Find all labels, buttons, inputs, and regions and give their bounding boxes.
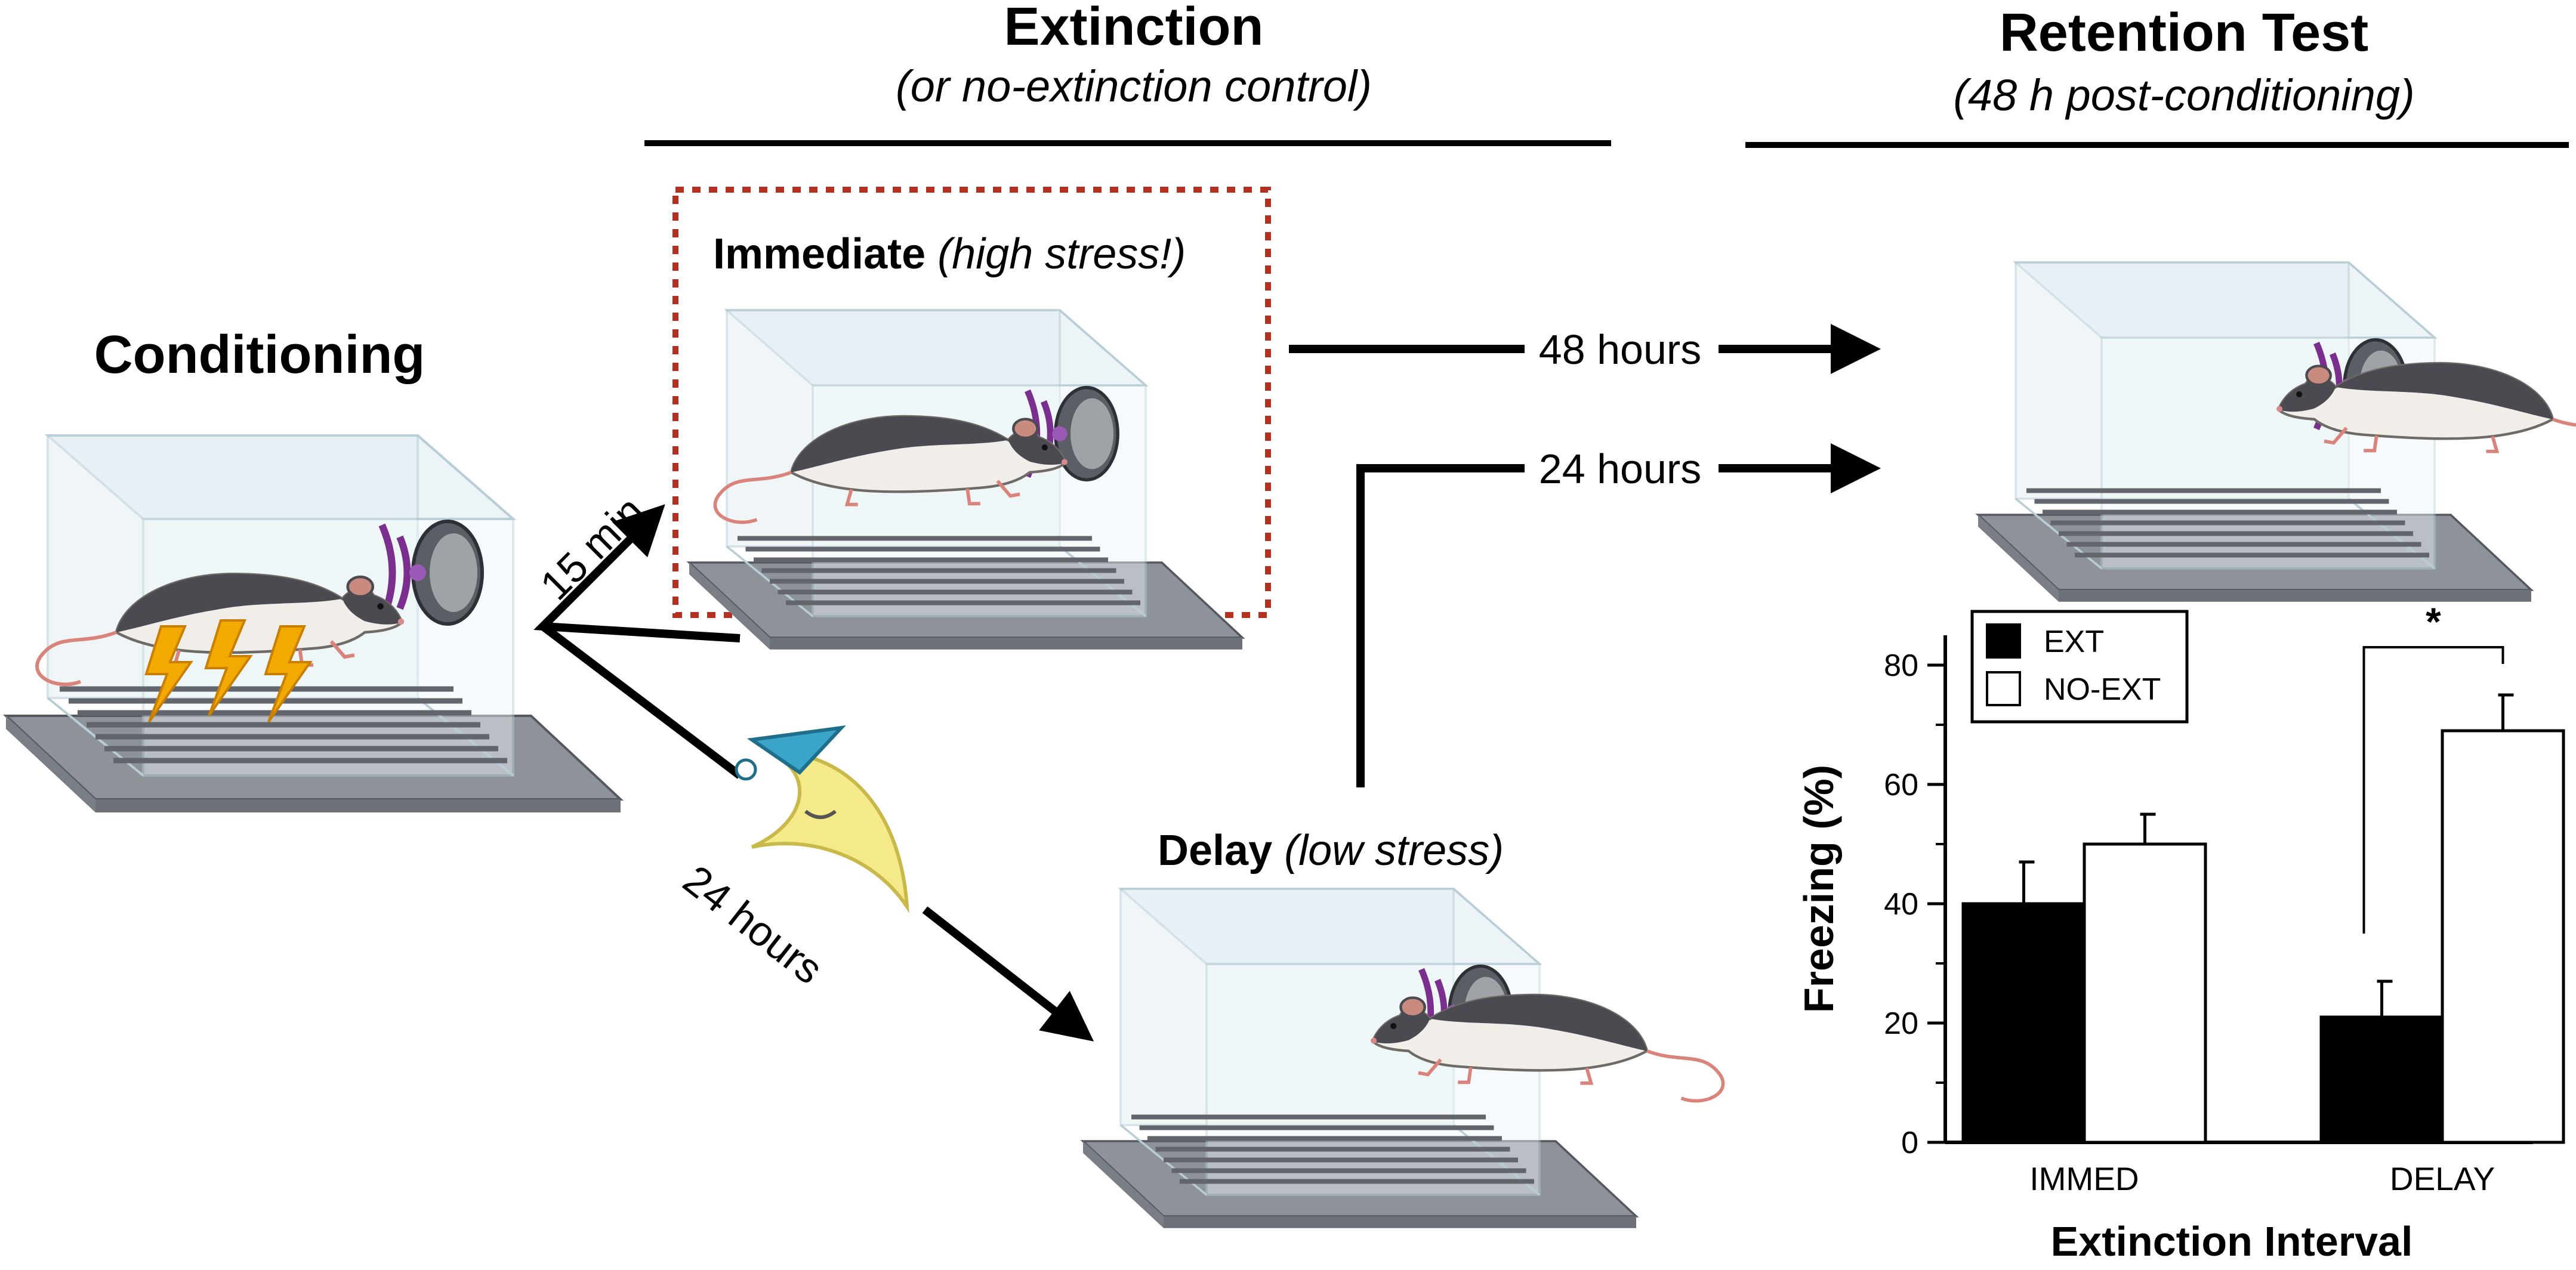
conditioning-title: Conditioning xyxy=(94,325,425,385)
arrow-to-delay-start xyxy=(540,623,743,779)
label-24-hours: 24 hours xyxy=(1539,446,1701,492)
significance-star: * xyxy=(2426,600,2441,644)
arrow-to-delay xyxy=(922,906,1094,1042)
sleeping-moon-icon xyxy=(735,725,909,914)
freezing-bar-chart: 0 20 40 60 80 IMMED DELAY Freezing (%) Extinc… xyxy=(1796,600,2565,1265)
significance-bracket xyxy=(2362,646,2504,934)
arrow-24h-left xyxy=(1356,464,1525,787)
extinction-title: Extinction xyxy=(1004,0,1263,57)
immediate-label: Immediate(high stress!) xyxy=(713,230,1186,278)
bar-ext-immed xyxy=(1961,902,2086,1144)
delay-label-bold: Delay xyxy=(1158,827,1272,875)
y-ticks: 0 20 40 60 80 xyxy=(1884,648,1945,1160)
delay-label: Delay(low stress) xyxy=(1158,827,1504,875)
immediate-label-bold: Immediate xyxy=(713,230,925,278)
bar-no-ext-immed xyxy=(2083,842,2207,1144)
bar-no-ext-delay xyxy=(2441,729,2565,1144)
immediate-highlight-box xyxy=(672,187,1271,618)
retention-cage-illustration xyxy=(1978,262,2576,602)
immediate-cage-illustration xyxy=(689,310,1242,650)
x-tick-label: IMMED xyxy=(2029,1160,2139,1197)
legend-swatch-ext xyxy=(1986,623,2021,659)
legend-swatch-no-ext xyxy=(1986,671,2021,706)
delay-cage-illustration xyxy=(1083,889,1723,1228)
x-ticks: IMMED DELAY xyxy=(2029,1160,2495,1197)
y-tick-label: 0 xyxy=(1901,1126,1918,1160)
legend-label-no-ext: NO-EXT xyxy=(2044,672,2161,707)
y-tick-label: 60 xyxy=(1884,768,1918,802)
legend-label-ext: EXT xyxy=(2044,625,2104,659)
bars xyxy=(1961,693,2565,1144)
delay-label-italic: (low stress) xyxy=(1284,827,1504,875)
shock-icon xyxy=(144,619,313,723)
y-tick-label: 80 xyxy=(1884,648,1918,683)
conditioning-cage-illustration xyxy=(6,435,621,812)
label-15-min: 15 min xyxy=(531,487,653,609)
label-24-hours-sleep: 24 hours xyxy=(675,856,832,993)
immediate-label-italic: (high stress!) xyxy=(937,230,1186,278)
y-tick-label: 20 xyxy=(1884,1006,1918,1041)
retention-subtitle: (48 h post-conditioning) xyxy=(1953,70,2414,120)
bar-ext-delay xyxy=(2319,1015,2444,1144)
y-axis-label: Freezing (%) xyxy=(1796,765,1842,1013)
x-tick-label: DELAY xyxy=(2390,1160,2495,1197)
label-48-hours: 48 hours xyxy=(1539,326,1701,373)
x-axis-label: Extinction Interval xyxy=(2051,1218,2413,1265)
extinction-subtitle: (or no-extinction control) xyxy=(896,61,1372,111)
retention-title: Retention Test xyxy=(2000,3,2368,63)
y-tick-label: 40 xyxy=(1884,887,1918,922)
